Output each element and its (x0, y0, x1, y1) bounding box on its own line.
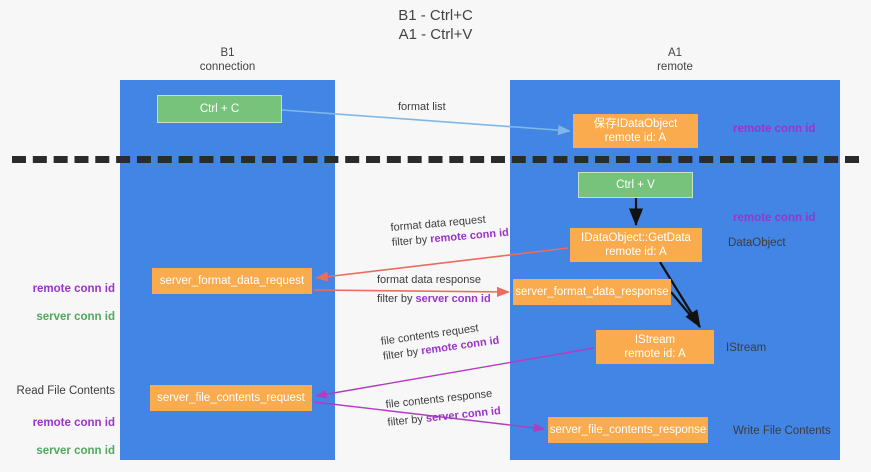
dashed-divider (12, 156, 859, 163)
lane-heading-a1: A1 remote (657, 47, 693, 73)
node-server-format-data-response[interactable]: server_format_data_response (513, 279, 671, 305)
filter-prefix: filter by (382, 345, 423, 363)
edge-label-format-list: format list (398, 101, 446, 113)
annotation-server-conn-id: server conn id (36, 311, 115, 323)
lane-heading-b1: B1 connection (199, 47, 256, 73)
annotation-remote-conn-id-top: remote conn id (733, 123, 816, 135)
annotation-dataobject: DataObject (728, 237, 786, 249)
edge-label-line-primary: format data response (377, 274, 481, 286)
edge-label-file-contents-response: file contents response filter by server … (385, 386, 502, 431)
node-ctrl-v[interactable]: Ctrl + V (578, 172, 693, 198)
annotation-left-conn-ids-lower: remote conn id server conn id (20, 402, 115, 472)
node-idataobject-getdata[interactable]: IDataObject::GetData remote id: A (570, 228, 702, 262)
annotation-remote-conn-id: remote conn id (32, 283, 115, 295)
diagram-title: B1 - Ctrl+C A1 - Ctrl+V (398, 7, 473, 43)
node-ctrl-c[interactable]: Ctrl + C (157, 95, 282, 123)
filter-prefix: filter by (386, 412, 427, 429)
filter-prefix: filter by (377, 293, 416, 305)
filter-prefix: filter by (391, 233, 431, 249)
filter-key-server-conn-id: server conn id (425, 405, 502, 425)
annotation-write-file-contents: Write File Contents (733, 425, 831, 437)
annotation-server-conn-id: server conn id (36, 445, 115, 457)
annotation-read-file-contents: Read File Contents (16, 385, 115, 397)
annotation-remote-conn-id-mid: remote conn id (733, 212, 816, 224)
filter-key-server-conn-id: server conn id (415, 293, 491, 305)
annotation-left-conn-ids-upper: remote conn id server conn id (20, 268, 115, 338)
edge-label-file-contents-request: file contents request filter by remote c… (380, 319, 500, 365)
node-idataobject[interactable]: 保存IDataObject remote id: A (573, 114, 698, 148)
node-server-file-contents-response[interactable]: server_file_contents_response (548, 417, 708, 443)
edge-label-format-data-request: format data request filter by remote con… (390, 211, 510, 251)
edge-label-format-data-response: format data response filter by server co… (377, 273, 491, 307)
node-server-format-data-request[interactable]: server_format_data_request (152, 268, 312, 294)
annotation-remote-conn-id: remote conn id (32, 417, 115, 429)
edge-label-line-filter: filter by server conn id (377, 292, 491, 307)
node-istream[interactable]: IStream remote id: A (596, 330, 714, 364)
annotation-istream: IStream (726, 342, 767, 354)
node-server-file-contents-request[interactable]: server_file_contents_request (150, 385, 312, 411)
